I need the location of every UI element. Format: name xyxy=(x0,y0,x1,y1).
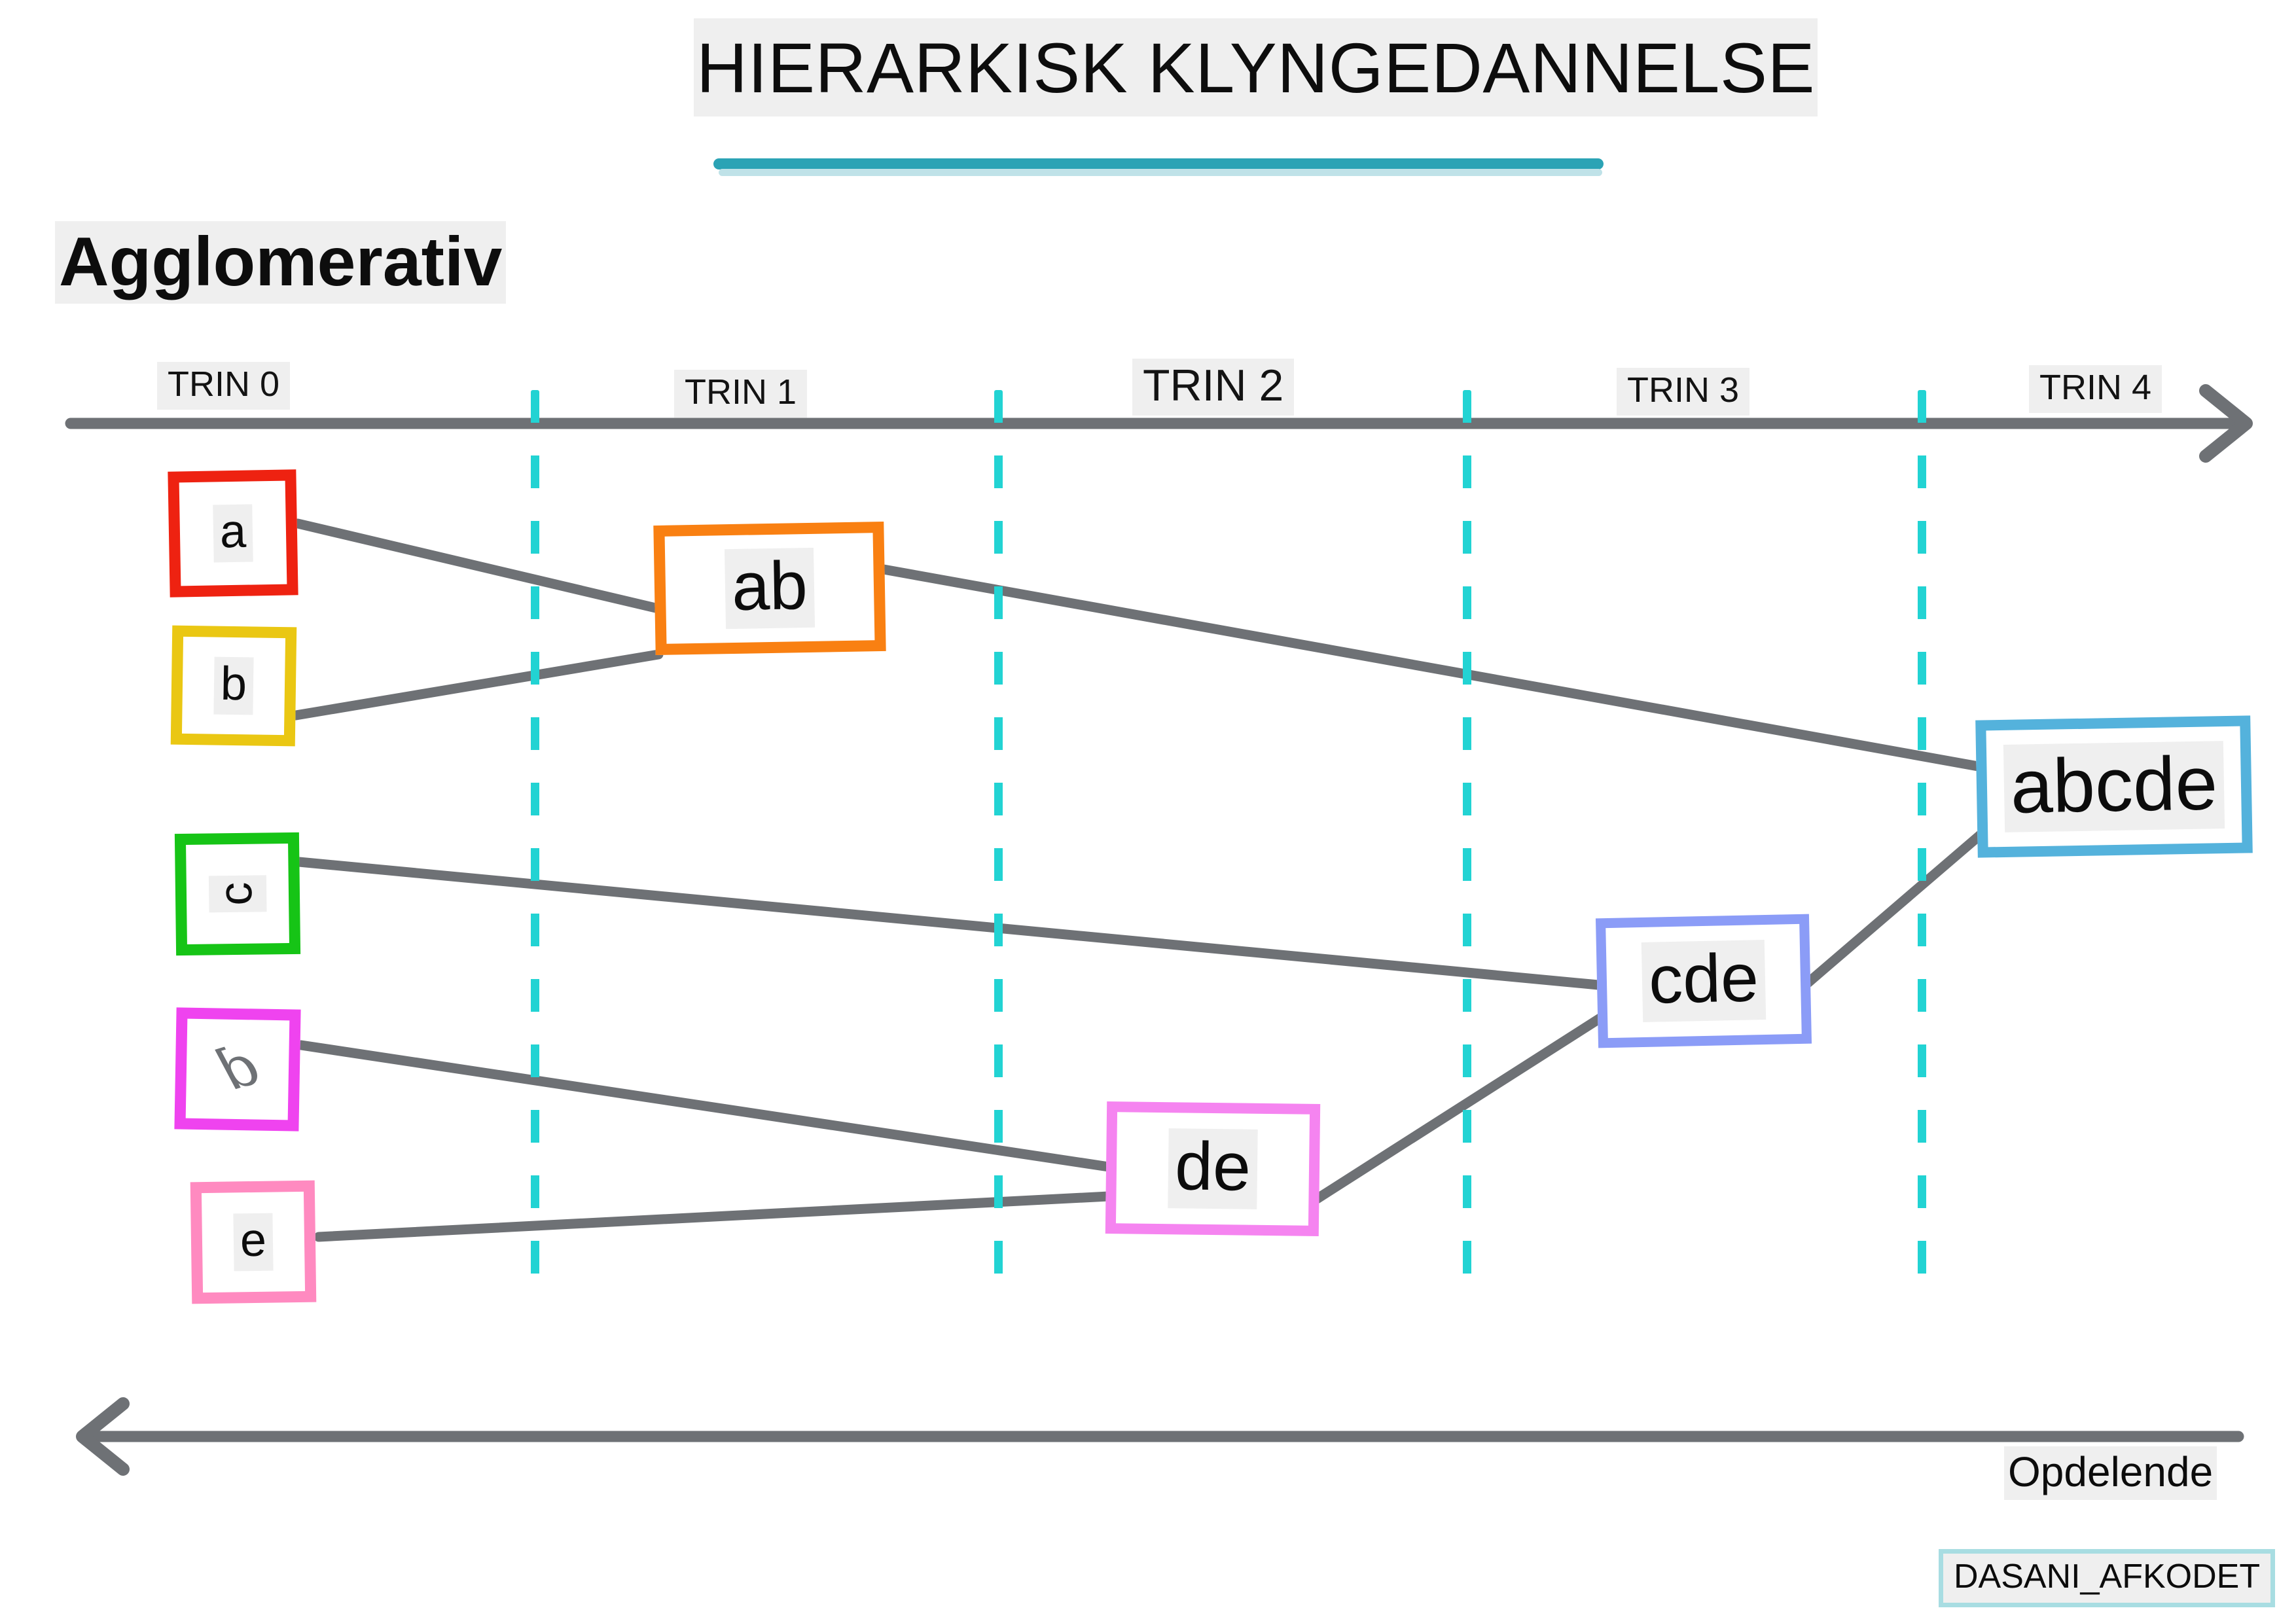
node-d-label: d xyxy=(209,1029,265,1105)
node-cde[interactable]: cde xyxy=(1595,914,1812,1048)
step-label-trin-3: TRIN 3 xyxy=(1617,368,1750,416)
divisive-direction-label: Opdelende xyxy=(2004,1446,2217,1501)
page-title: HIERARKISK KLYNGEDANNELSE xyxy=(694,18,1818,116)
node-abcde-label: abcde xyxy=(2003,740,2225,832)
node-ab-label: ab xyxy=(725,548,815,629)
node-e-label: e xyxy=(233,1213,274,1272)
node-a-label: a xyxy=(213,504,253,563)
edge-a-ab xyxy=(293,518,664,614)
node-abcde[interactable]: abcde xyxy=(1975,715,2253,858)
step-separator-3-4 xyxy=(1918,390,1926,1306)
slide-title-block: HIERARKISK KLYNGEDANNELSE xyxy=(694,18,1818,176)
title-underline-rule xyxy=(713,158,1604,169)
step-label-trin-1: TRIN 1 xyxy=(674,370,808,418)
step-separator-1-2 xyxy=(994,390,1003,1306)
node-a[interactable]: a xyxy=(168,469,298,597)
edge-d-de xyxy=(296,1040,1114,1172)
edge-b-ab xyxy=(291,649,664,721)
node-cde-label: cde xyxy=(1641,940,1767,1022)
footer-watermark-tag: DASANI_AFKODET xyxy=(1939,1549,2276,1607)
step-label-trin-4: TRIN 4 xyxy=(2029,365,2162,413)
edge-ab-abcde xyxy=(878,564,1987,772)
edge-e-de xyxy=(314,1191,1114,1242)
node-b-label: b xyxy=(213,656,254,715)
node-e[interactable]: e xyxy=(190,1180,317,1304)
title-underline-shadow xyxy=(719,169,1602,176)
step-label-trin-2: TRIN 2 xyxy=(1132,359,1295,416)
bottom-axis-arrow xyxy=(76,1397,2244,1476)
node-c[interactable]: c xyxy=(174,832,301,956)
step-label-trin-0: TRIN 0 xyxy=(157,362,291,410)
node-ab[interactable]: ab xyxy=(653,521,886,656)
step-separator-2-3 xyxy=(1463,390,1471,1306)
step-separator-0-1 xyxy=(531,390,539,1306)
edge-c-cde xyxy=(294,857,1604,990)
node-c-label: c xyxy=(208,875,267,913)
node-de[interactable]: de xyxy=(1105,1101,1321,1236)
edge-de-cde xyxy=(1312,1012,1606,1204)
node-de-label: de xyxy=(1168,1128,1258,1209)
edge-cde-abcde xyxy=(1803,827,1988,988)
agglomerative-direction-label: Agglomerativ xyxy=(55,221,507,304)
node-d[interactable]: d xyxy=(174,1007,301,1132)
node-b[interactable]: b xyxy=(170,625,297,747)
